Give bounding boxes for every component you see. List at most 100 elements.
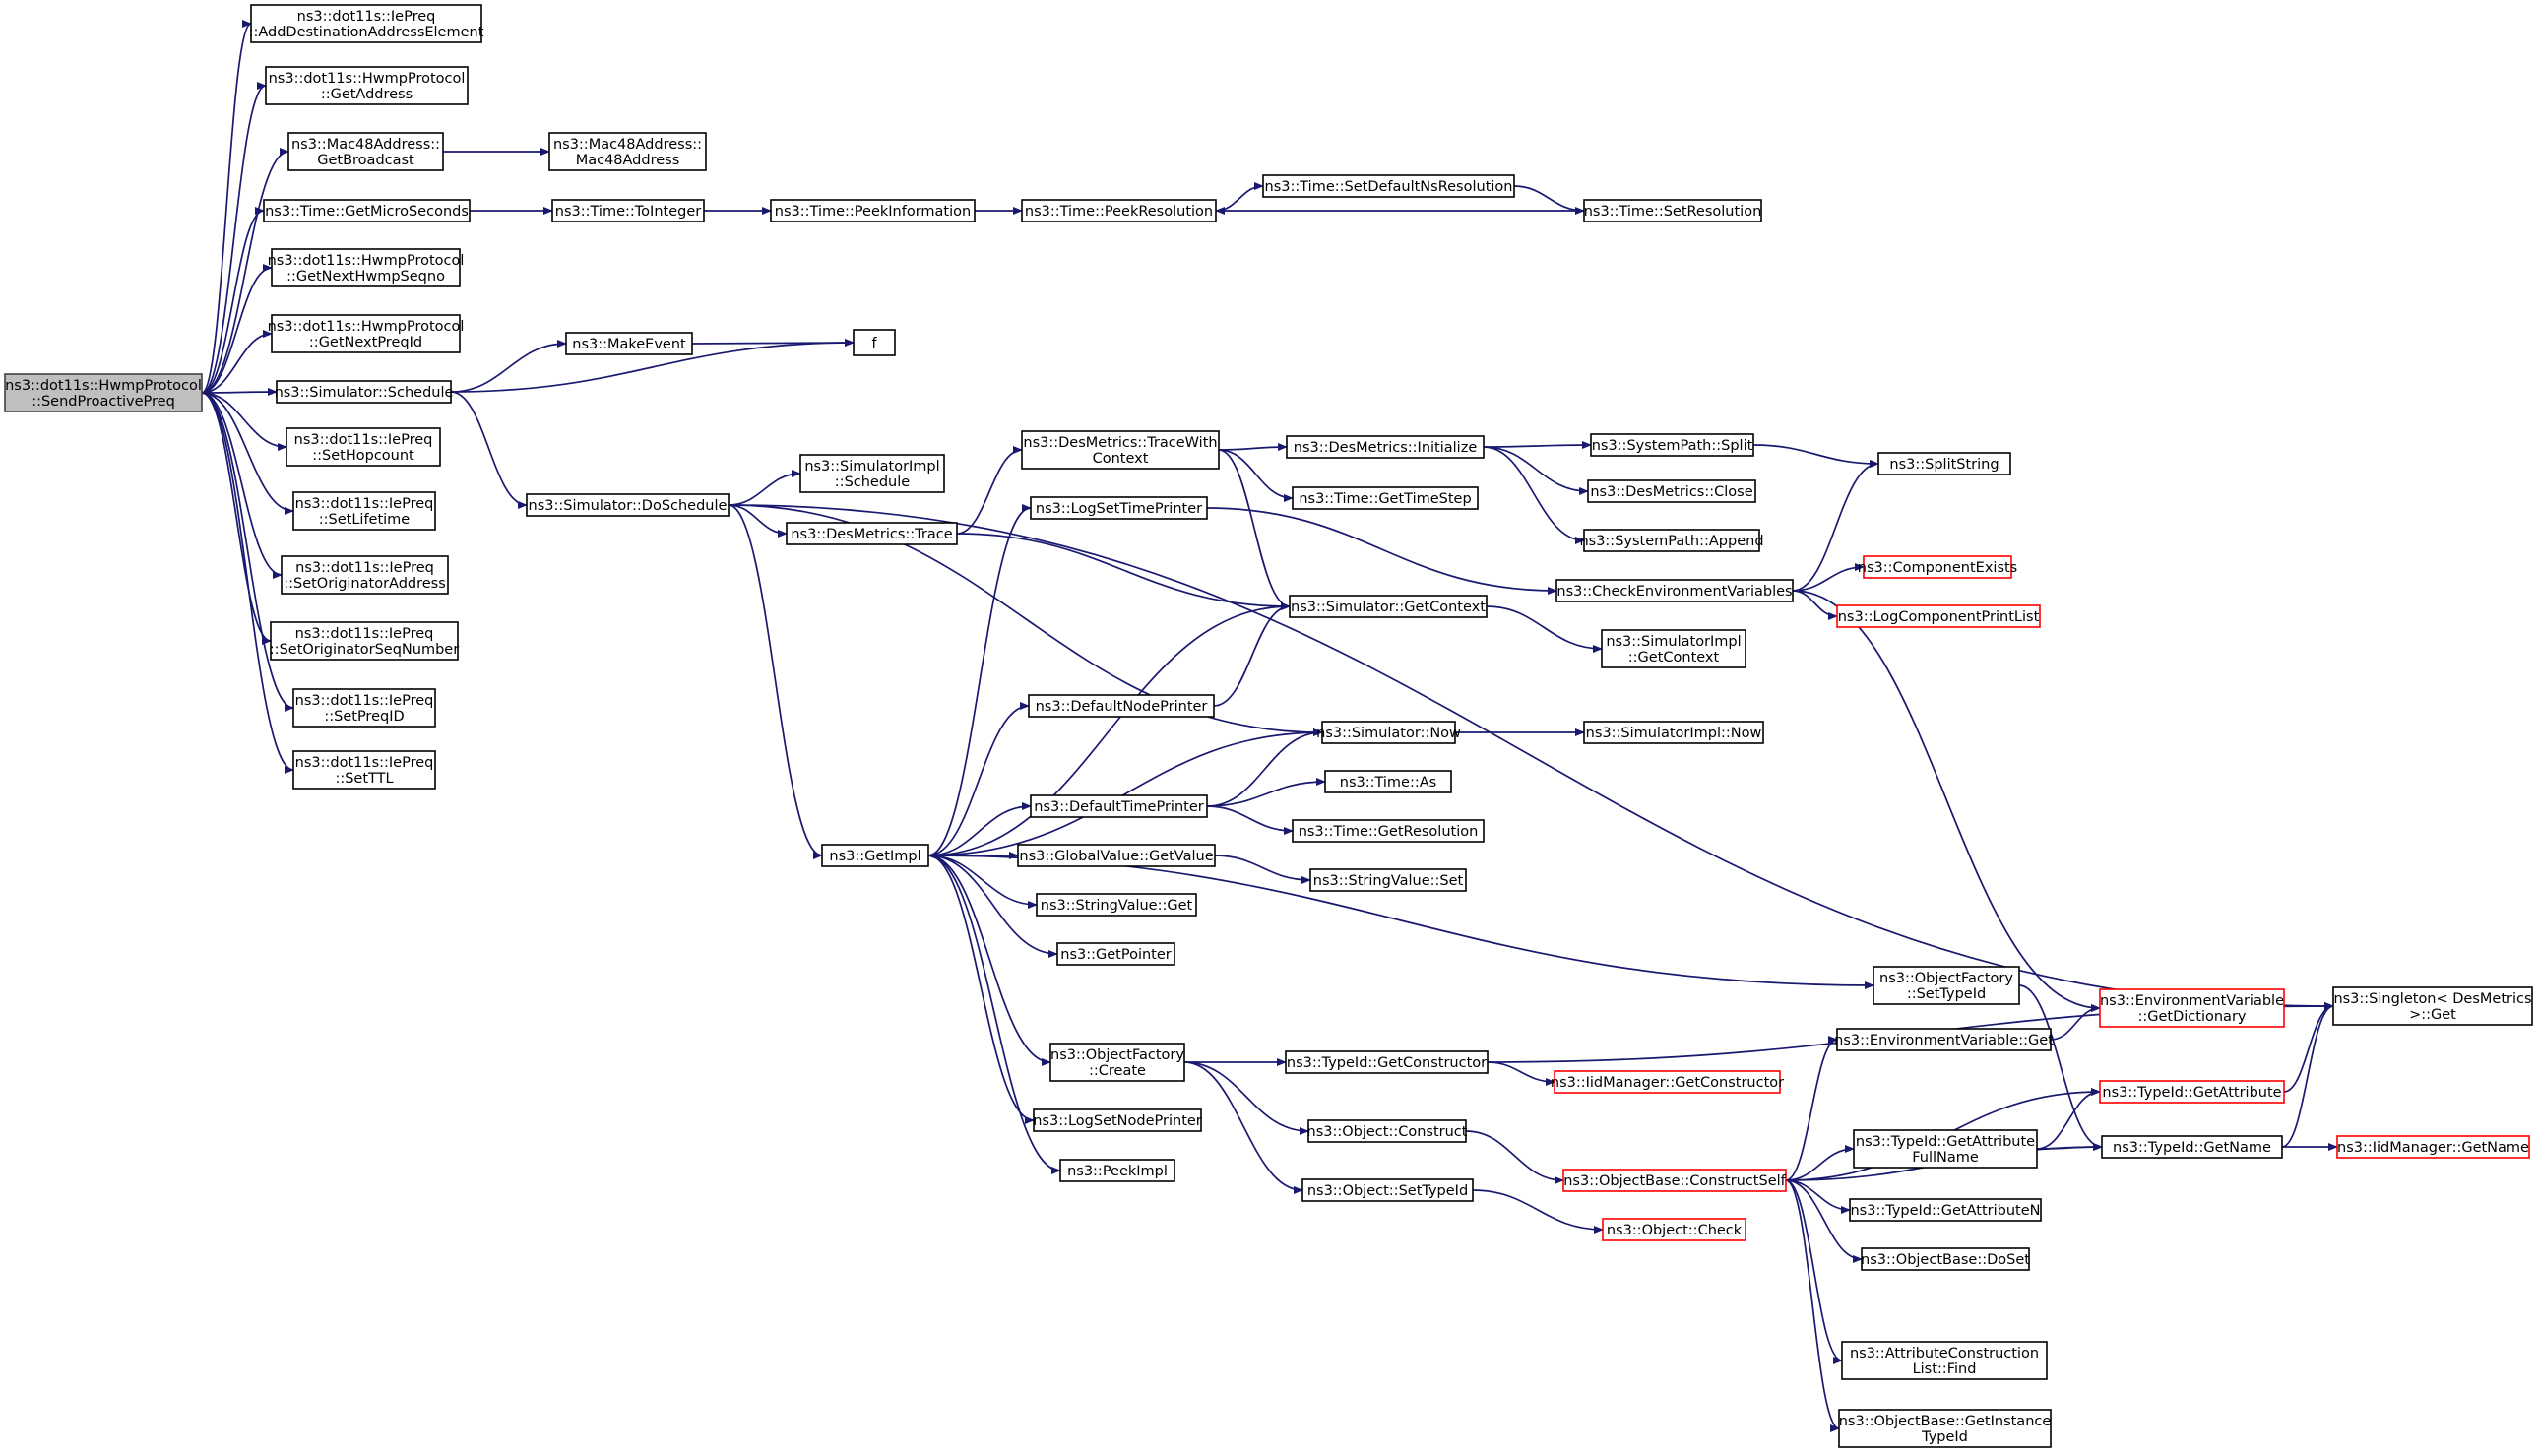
node-getMicro[interactable]: ns3::Time::GetMicroSeconds xyxy=(263,199,471,222)
node-logSetNode[interactable]: ns3::LogSetNodePrinter xyxy=(1033,1108,1202,1132)
node-nextSeqno[interactable]: ns3::dot11s::HwmpProtocol::GetNextHwmpSe… xyxy=(268,248,465,287)
node-timeGetRes[interactable]: ns3::Time::GetResolution xyxy=(1292,819,1485,843)
node-ofCreate[interactable]: ns3::ObjectFactory::Create xyxy=(1049,1043,1185,1082)
edge-doSchedule-to-implSchedule xyxy=(728,470,801,506)
node-label: ns3::MakeEvent xyxy=(572,337,686,352)
node-getTimeStep[interactable]: ns3::Time::GetTimeStep xyxy=(1292,486,1479,510)
node-defNodePrinter[interactable]: ns3::DefaultNodePrinter xyxy=(1028,694,1215,718)
edge-tidGetCtor-to-iidGetCtor xyxy=(1487,1061,1555,1086)
node-timeAs[interactable]: ns3::Time::As xyxy=(1324,770,1452,793)
node-simGetCtx[interactable]: ns3::Simulator::GetContext xyxy=(1289,595,1488,618)
node-implSchedule[interactable]: ns3::SimulatorImpl::Schedule xyxy=(799,454,945,493)
node-label: ns3::dot11s::IePreq xyxy=(295,755,434,771)
node-getImpl[interactable]: ns3::GetImpl xyxy=(821,844,929,867)
node-box xyxy=(1555,579,1794,602)
node-setPreqId[interactable]: ns3::dot11s::IePreq::SetPreqID xyxy=(292,688,436,728)
node-box xyxy=(2099,988,2285,1028)
node-spSplit[interactable]: ns3::SystemPath::Split xyxy=(1590,433,1754,457)
node-svGet[interactable]: ns3::StringValue::Get xyxy=(1036,893,1197,917)
node-tidGetAttr[interactable]: ns3::TypeId::GetAttribute xyxy=(2099,1080,2285,1104)
node-setOrigSeq[interactable]: ns3::dot11s::IePreq::SetOriginatorSeqNum… xyxy=(270,621,459,661)
node-spAppend[interactable]: ns3::SystemPath::Append xyxy=(1579,529,1764,552)
edge-defTimePrinter-to-timeAs xyxy=(1206,778,1326,807)
node-singletonGet[interactable]: ns3::Singleton< DesMetrics >::Get xyxy=(2332,986,2533,1026)
node-peekInfo[interactable]: ns3::Time::PeekInformation xyxy=(770,199,976,222)
node-iidGetName[interactable]: ns3::IidManager::GetName xyxy=(2336,1135,2530,1159)
node-objCheck[interactable]: ns3::Object::Check xyxy=(1602,1218,1746,1241)
node-box xyxy=(1838,1409,2052,1448)
node-tidGetCtor[interactable]: ns3::TypeId::GetConstructor xyxy=(1285,1050,1489,1074)
node-box xyxy=(271,314,461,353)
edge-ofCreate-to-objSetTypeId xyxy=(1183,1061,1303,1194)
node-label: ns3::Time::PeekInformation xyxy=(775,204,971,220)
node-makeEvent[interactable]: ns3::MakeEvent xyxy=(565,332,693,355)
node-label: ns3::ObjectBase::DoSet xyxy=(1861,1252,2030,1268)
node-implGetCtx[interactable]: ns3::SimulatorImpl::GetContext xyxy=(1601,629,1746,668)
node-peekImpl[interactable]: ns3::PeekImpl xyxy=(1059,1159,1175,1182)
node-setLife[interactable]: ns3::dot11s::IePreq::SetLifetime xyxy=(292,491,436,531)
node-label: ::GetNextHwmpSeqno xyxy=(286,269,445,285)
node-setHop[interactable]: ns3::dot11s::IePreq::SetHopcount xyxy=(286,427,441,467)
node-label: ::SendProactivePreq xyxy=(32,394,175,410)
node-getAddress[interactable]: ns3::dot11s::HwmpProtocol::GetAddress xyxy=(265,66,469,105)
edge-schedule-to-f xyxy=(450,339,855,393)
node-implNow[interactable]: ns3::SimulatorImpl::Now xyxy=(1583,721,1764,744)
node-simNow[interactable]: ns3::Simulator::Now xyxy=(1316,721,1461,744)
edge-dmInit-to-spAppend xyxy=(1483,446,1585,544)
node-logSetTime[interactable]: ns3::LogSetTimePrinter xyxy=(1030,496,1208,520)
node-envGet[interactable]: ns3::EnvironmentVariable::Get xyxy=(1834,1028,2054,1051)
node-f[interactable]: f xyxy=(853,329,896,356)
node-defTimePrinter[interactable]: ns3::DefaultTimePrinter xyxy=(1030,794,1208,818)
node-obConstructSelf[interactable]: ns3::ObjectBase::ConstructSelf xyxy=(1562,1169,1787,1192)
edge-root-to-schedule xyxy=(201,388,278,397)
node-box xyxy=(1583,529,1760,552)
node-box xyxy=(770,199,976,222)
node-ofSetTypeId[interactable]: ns3::ObjectFactory::SetTypeId xyxy=(1873,966,2020,1005)
node-envGetDict[interactable]: ns3::EnvironmentVariable::GetDictionary xyxy=(2099,988,2285,1028)
node-getPointer[interactable]: ns3::GetPointer xyxy=(1056,942,1175,966)
node-label: ns3::ObjectFactory xyxy=(1879,971,2013,986)
node-gvGetValue[interactable]: ns3::GlobalValue::GetValue xyxy=(1017,844,1216,867)
node-setDefNs[interactable]: ns3::Time::SetDefaultNsResolution xyxy=(1262,174,1515,198)
node-dmInit[interactable]: ns3::DesMetrics::Initialize xyxy=(1286,435,1485,459)
node-label: ns3::Time::GetResolution xyxy=(1299,824,1479,840)
node-tidGetName[interactable]: ns3::TypeId::GetName xyxy=(2101,1135,2283,1159)
node-mac48ctor[interactable]: ns3::Mac48Address::Mac48Address xyxy=(548,132,707,171)
node-tidAttrN[interactable]: ns3::TypeId::GetAttributeN xyxy=(1849,1198,2042,1222)
node-dmTrace[interactable]: ns3::DesMetrics::Trace xyxy=(786,522,958,545)
node-dmClose[interactable]: ns3::DesMetrics::Close xyxy=(1587,479,1756,503)
node-objSetTypeId[interactable]: ns3::Object::SetTypeId xyxy=(1301,1178,1474,1202)
node-toInteger[interactable]: ns3::Time::ToInteger xyxy=(551,199,705,222)
node-label: ns3::DesMetrics::Close xyxy=(1590,484,1752,500)
node-box xyxy=(1030,794,1208,818)
node-checkEnv[interactable]: ns3::CheckEnvironmentVariables xyxy=(1555,579,1794,602)
edge-defTimePrinter-to-simNow xyxy=(1206,728,1323,807)
node-setRes[interactable]: ns3::Time::SetResolution xyxy=(1583,199,1762,222)
node-iidGetCtor[interactable]: ns3::IidManager::GetConstructor xyxy=(1551,1070,1784,1094)
node-label: ns3::EnvironmentVariable xyxy=(2100,993,2284,1009)
node-nextPreqId[interactable]: ns3::dot11s::HwmpProtocol::GetNextPreqId xyxy=(268,314,465,353)
node-setTtl[interactable]: ns3::dot11s::IePreq::SetTTL xyxy=(292,750,436,790)
node-obDoSet[interactable]: ns3::ObjectBase::DoSet xyxy=(1861,1247,2030,1271)
node-setOrigAddr[interactable]: ns3::dot11s::IePreq::SetOriginatorAddres… xyxy=(281,555,449,595)
node-doSchedule[interactable]: ns3::Simulator::DoSchedule xyxy=(526,493,730,517)
edge-ofCreate-to-objConstruct xyxy=(1183,1061,1309,1135)
node-getBroadcast[interactable]: ns3::Mac48Address::GetBroadcast xyxy=(287,132,444,171)
node-svSet[interactable]: ns3::StringValue::Set xyxy=(1309,868,1467,892)
node-root[interactable]: ns3::dot11s::HwmpProtocol::SendProactive… xyxy=(4,373,203,412)
node-logCompPrint[interactable]: ns3::LogComponentPrintList xyxy=(1836,604,2041,628)
node-box xyxy=(265,66,469,105)
node-compExists[interactable]: ns3::ComponentExists xyxy=(1858,555,2018,579)
node-splitString[interactable]: ns3::SplitString xyxy=(1877,452,2011,475)
node-peekRes[interactable]: ns3::Time::PeekResolution xyxy=(1021,199,1217,222)
node-schedule[interactable]: ns3::Simulator::Schedule xyxy=(275,380,454,404)
node-addDest[interactable]: ns3::dot11s::IePreq::AddDestinationAddre… xyxy=(249,4,484,43)
edge-root-to-nextSeqno xyxy=(201,264,273,394)
edge-simGetCtx-to-implGetCtx xyxy=(1486,605,1603,653)
node-objConstruct[interactable]: ns3::Object::Construct xyxy=(1307,1119,1468,1143)
node-box xyxy=(1033,1108,1202,1132)
